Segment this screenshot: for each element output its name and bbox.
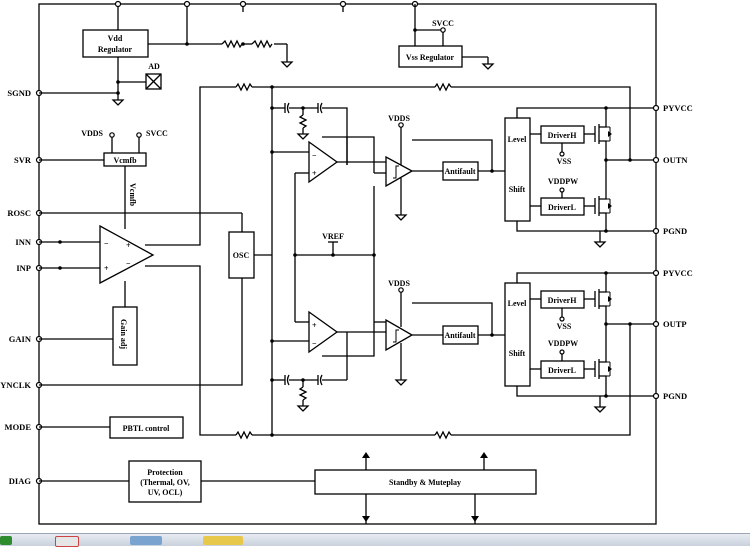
pin-label-diag: DIAG	[9, 476, 32, 486]
taskbar-start-icon[interactable]	[0, 536, 12, 545]
shift-top-label: Shift	[509, 185, 526, 194]
vss-top-label: VSS	[557, 157, 572, 166]
standby-muteplay-label: Standby & Muteplay	[389, 478, 461, 487]
vdds-left-label: VDDS	[81, 129, 103, 138]
svg-text:+: +	[312, 169, 317, 178]
shift-bottom-label: Shift	[509, 349, 526, 358]
vcmfb-wire-label: Vcmfb	[128, 183, 137, 207]
vcmfb-label: Vcmfb	[113, 156, 137, 165]
driverH-top-label: DriverH	[548, 131, 578, 140]
driverH-bottom-label: DriverH	[548, 296, 578, 305]
osc-block	[228, 231, 255, 279]
top-integrator-opamp	[308, 140, 339, 184]
pin-label-gain: GAIN	[9, 334, 32, 344]
feedback-resistor-bottom-right	[434, 430, 452, 440]
pin-label-pyvcc-bottom: PYVCC	[663, 268, 693, 278]
opamp-minus: −	[104, 239, 109, 248]
pin-label-pgnd-top: PGND	[663, 226, 687, 236]
pin-pyvcc-top	[652, 104, 660, 112]
gain-adj-label: Gain adj	[119, 319, 128, 349]
vdd-regulator-label-2: Regulator	[98, 45, 133, 54]
feedback-resistor-top-left	[235, 82, 253, 92]
taskbar-app-icon[interactable]	[55, 536, 79, 547]
bottom-comparator	[385, 318, 414, 352]
svg-text:+: +	[312, 321, 317, 330]
standby-muteplay-block	[314, 469, 537, 495]
svcc-top-label: SVCC	[432, 19, 454, 28]
protection-label-1: Protection	[147, 468, 183, 477]
vss-bottom-label: VSS	[557, 322, 572, 331]
opamp-plus: +	[104, 264, 109, 273]
pin-label-mode: MODE	[5, 422, 32, 432]
resistor-divider-2	[251, 39, 273, 49]
gain-adj-block	[112, 306, 138, 366]
level-bottom-label: Level	[508, 299, 527, 308]
vddpw-top-label: VDDPW	[548, 177, 578, 186]
pin-label-pgnd-bottom: PGND	[663, 391, 687, 401]
taskbar-window-icon[interactable]	[130, 536, 162, 545]
pin-label-synclk: SYNCLK	[0, 380, 31, 390]
vdds-top-label: VDDS	[388, 114, 410, 123]
vdd-regulator-block	[82, 29, 149, 58]
protection-label-2: (Thermal, OV,	[140, 478, 189, 487]
vss-regulator-label: Vss Regulator	[406, 53, 455, 62]
pin-label-inn: INN	[15, 237, 31, 247]
level-top-label: Level	[508, 135, 527, 144]
pin-outn	[652, 156, 660, 164]
pin-pyvcc-bottom	[652, 269, 660, 277]
pin-outp	[652, 320, 660, 328]
driverL-bottom-label: DriverL	[548, 366, 576, 375]
protection-block	[128, 460, 202, 503]
vddpw-bottom-label: VDDPW	[548, 339, 578, 348]
svcc-left-label: SVCC	[146, 129, 168, 138]
bottom-integrator-opamp	[308, 310, 339, 354]
svg-text:−: −	[312, 151, 317, 160]
vdd-regulator-label-1: Vdd	[108, 34, 123, 43]
pbtl-control-block	[109, 416, 184, 439]
pin-label-outp: OUTP	[663, 319, 687, 329]
osc-label: OSC	[233, 251, 250, 260]
opamp-out-minus: −	[126, 259, 131, 268]
resistor-divider-1	[221, 39, 243, 49]
vdds-bottom-label: VDDS	[388, 279, 410, 288]
taskbar-folder-icon[interactable]	[203, 536, 243, 545]
pin-label-svr: SVR	[14, 155, 32, 165]
feedback-resistor-top-right	[434, 82, 452, 92]
driverL-top-label: DriverL	[548, 203, 576, 212]
pbtl-control-label: PBTL control	[123, 424, 171, 433]
vref-label: VREF	[322, 232, 344, 241]
pin-label-inp: INP	[16, 263, 31, 273]
pin-label-pyvcc-top: PYVCC	[663, 103, 693, 113]
antifault-top-label: Antifault	[444, 167, 475, 176]
feedback-resistor-bottom-left	[235, 430, 253, 440]
antifault-bottom-label: Antifault	[444, 331, 475, 340]
pin-pgnd-top	[652, 227, 660, 235]
opamp-out-plus: +	[126, 241, 131, 250]
protection-label-3: UV, OCL)	[148, 488, 183, 497]
pin-label-rosc: ROSC	[7, 208, 31, 218]
chip-boundary	[38, 3, 657, 525]
pin-label-sgnd: SGND	[7, 88, 31, 98]
taskbar	[0, 533, 750, 547]
input-opamp	[99, 224, 155, 285]
level-shift-top-block	[504, 117, 531, 222]
top-comparator	[385, 155, 414, 188]
pin-label-outn: OUTN	[663, 155, 688, 165]
pin-pgnd-bottom	[652, 392, 660, 400]
svg-text:−: −	[312, 339, 317, 348]
ad-label: AD	[148, 62, 160, 71]
